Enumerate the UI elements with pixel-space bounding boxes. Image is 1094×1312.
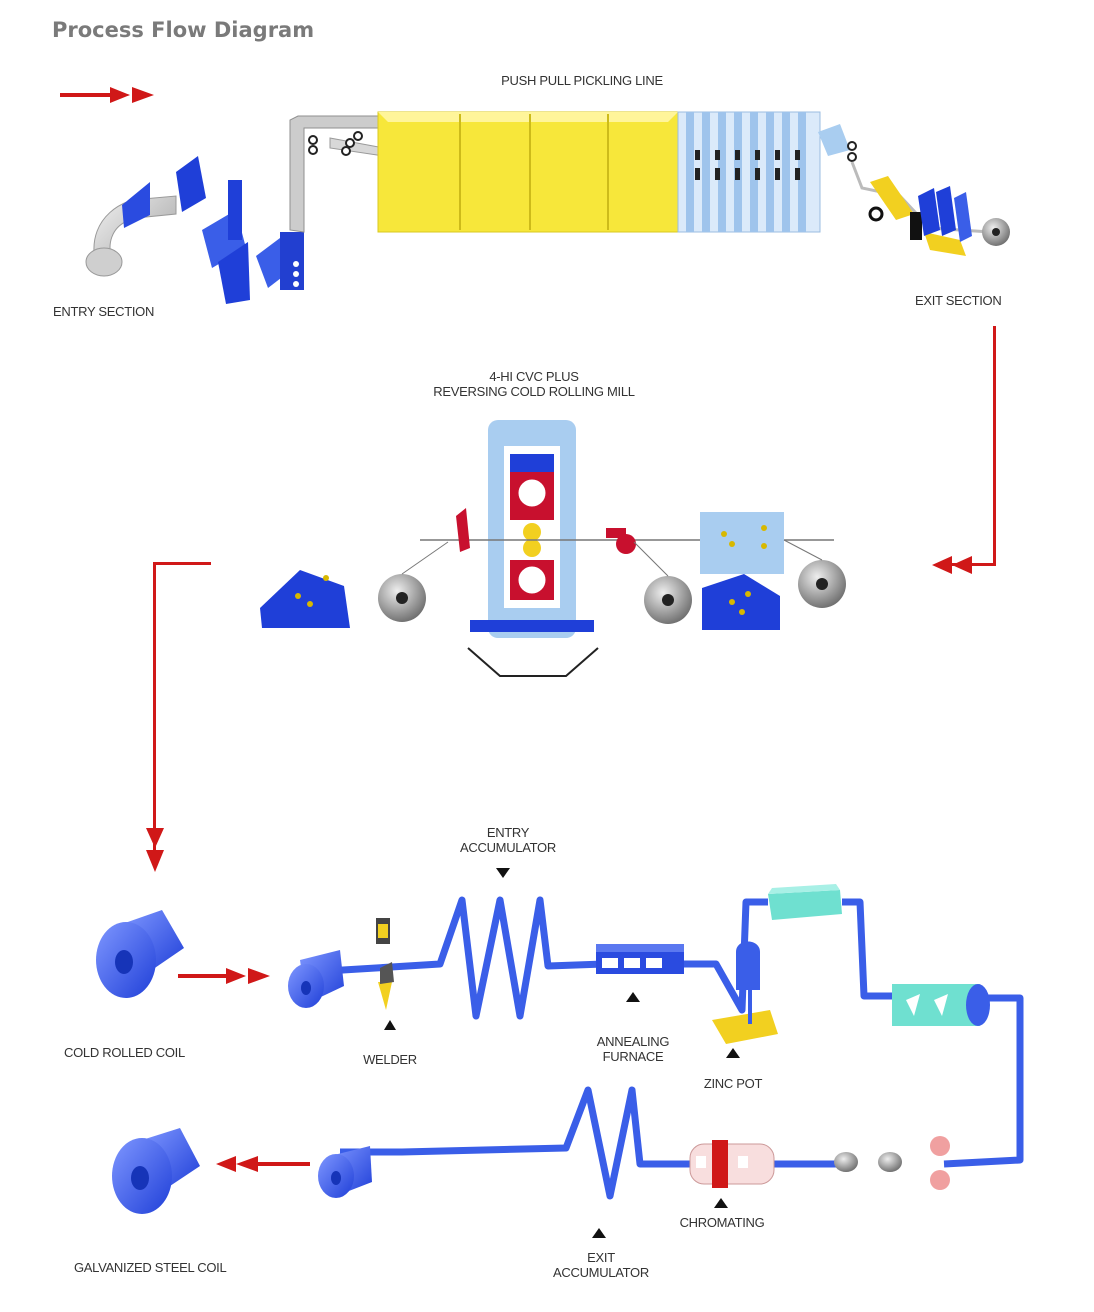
flow-arrow-entry: [60, 87, 154, 103]
annealing-furnace: [596, 944, 684, 974]
zinc-pot-pointer-icon: [726, 1048, 740, 1058]
chromating-pointer-icon: [714, 1198, 728, 1208]
annealing-label-line1: ANNEALING: [597, 1034, 670, 1049]
cold-rolled-coil: [96, 910, 184, 998]
entry-section-label: ENTRY SECTION: [53, 304, 154, 319]
flow-arrow-to-mill: [932, 326, 996, 574]
post-treatment-unit: [892, 984, 990, 1026]
zinc-pot: [712, 941, 778, 1044]
galvanized-steel-coil: [112, 1128, 200, 1214]
page-title: Process Flow Diagram: [52, 18, 314, 42]
rinse-section: [677, 111, 850, 233]
galvanizing-strip: [309, 896, 1024, 1200]
exit-accumulator-label-line2: ACCUMULATOR: [553, 1265, 649, 1280]
galvanized-coil-label: GALVANIZED STEEL COIL: [74, 1260, 226, 1275]
mill-label-line2: REVERSING COLD ROLLING MILL: [433, 384, 634, 399]
exit-accumulator-pointer-icon: [592, 1228, 606, 1238]
pickling-line-label: PUSH PULL PICKLING LINE: [501, 73, 663, 88]
welder-label: WELDER: [363, 1052, 417, 1067]
entry-looper-tower: [289, 115, 385, 233]
chromating-label: CHROMATING: [680, 1215, 765, 1230]
welder-pointer-icon: [384, 1020, 396, 1030]
zinc-pot-label: ZINC POT: [704, 1076, 763, 1091]
pickling-tanks: [377, 111, 679, 233]
entry-coil: [288, 950, 344, 1008]
skin-pass-rolls: [834, 1136, 950, 1190]
cooling-section: [768, 884, 842, 920]
exit-accumulator-label-line1: EXIT: [587, 1250, 615, 1265]
flow-arrow-to-galvanizing: [146, 562, 211, 872]
cold-rolling-mill: [260, 420, 846, 677]
entry-accumulator-pointer-icon: [496, 868, 510, 878]
entry-accumulator-label-line1: ENTRY: [487, 825, 530, 840]
chromating-unit: [689, 1140, 775, 1188]
flow-arrow-to-galvanized-coil: [216, 1156, 310, 1172]
flow-arrow-coil-to-line: [178, 968, 270, 984]
exit-coil: [318, 1146, 372, 1198]
exit-section-equipment: [847, 141, 1010, 256]
entry-section-equipment: [85, 156, 304, 304]
exit-section-label: EXIT SECTION: [915, 293, 1001, 308]
entry-accumulator-label-line2: ACCUMULATOR: [460, 840, 556, 855]
cold-rolled-coil-label: COLD ROLLED COIL: [64, 1045, 185, 1060]
annealing-pointer-icon: [626, 992, 640, 1002]
welder: [376, 918, 394, 1010]
mill-label-line1: 4-HI CVC PLUS: [489, 369, 579, 384]
annealing-label-line2: FURNACE: [603, 1049, 664, 1064]
